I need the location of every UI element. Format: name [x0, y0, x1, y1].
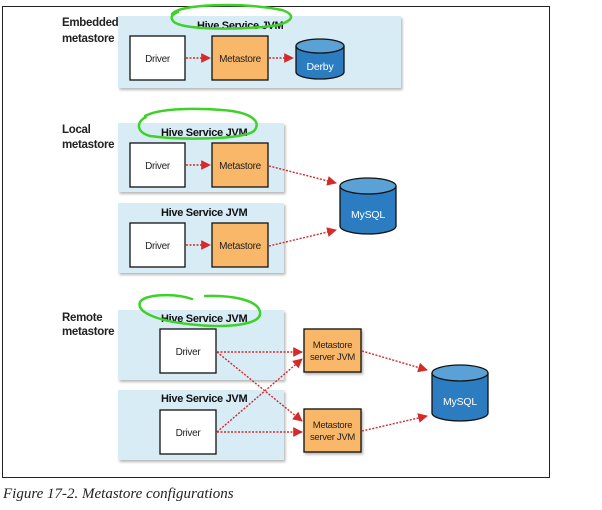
annotation-circle-local: [137, 107, 258, 140]
jvm-label-remote-2: Hive Service JVM: [161, 393, 247, 405]
metastore-server-2-label-line2: server JVM: [310, 432, 355, 443]
mysql-label-local: MySQL: [351, 209, 385, 221]
driver-label-embedded: Driver: [145, 54, 171, 65]
arrow-server-1-to-mysql: [361, 350, 428, 373]
driver-box-local-1: [129, 142, 186, 188]
metastore-server-box-1: [303, 328, 362, 373]
driver-box-remote-1: [159, 328, 217, 374]
metastore-server-1-label-line2: server JVM: [310, 352, 355, 363]
annotation-circle-remote: [138, 293, 262, 328]
driver-label-local-2: Driver: [145, 241, 171, 252]
metastore-label-local-2: Metastore: [219, 241, 262, 252]
jvm-label-local-2: Hive Service JVM: [161, 207, 247, 219]
section-label-local-line2: metastore: [62, 139, 114, 151]
derby-label: Derby: [306, 61, 334, 73]
section-label-embedded-line1: Embedded: [62, 17, 119, 29]
mysql-label-remote: MySQL: [443, 396, 477, 408]
metastore-label-local-1: Metastore: [219, 161, 262, 172]
figure-caption: Figure 17-2. Metastore configurations: [3, 486, 234, 502]
section-embedded: Embedded metastore Hive Service JVM Driv…: [62, 3, 401, 88]
jvm-label-local-1: Hive Service JVM: [161, 127, 247, 139]
jvm-label-remote-1: Hive Service JVM: [161, 313, 247, 325]
section-label-remote-line1: Remote: [62, 312, 102, 324]
mysql-database-icon-remote: MySQL: [431, 364, 489, 422]
driver-box-remote-2: [159, 409, 217, 455]
mysql-database-icon-local: MySQL: [339, 177, 397, 235]
section-label-local-line1: Local: [62, 124, 91, 136]
section-label-remote-line2: metastore: [62, 326, 114, 338]
driver-label-local-1: Driver: [145, 161, 171, 172]
metastore-box-local-2: [211, 222, 269, 268]
metastore-box-local-1: [211, 142, 269, 188]
driver-label-remote-1: Driver: [176, 347, 202, 358]
arrow-metastore-1-to-mysql-local: [268, 165, 337, 186]
arrow-driver-1-to-server-2: [216, 351, 303, 422]
section-local: Local metastore Hive Service JVM Driver …: [62, 107, 397, 273]
arrow-driver-2-to-server-1: [216, 358, 303, 433]
derby-database-icon: Derby: [295, 38, 345, 80]
driver-box-local-2: [129, 222, 186, 268]
metastore-server-1-label-line1: Metastore: [313, 340, 353, 351]
arrow-metastore-2-to-mysql-local: [268, 227, 337, 247]
section-remote: Remote metastore Hive Service JVM Driver…: [62, 293, 489, 460]
annotation-circle-embedded: [170, 3, 293, 30]
section-label-embedded-line2: metastore: [62, 33, 114, 45]
metastore-box-embedded: [211, 35, 269, 81]
metastore-server-box-2: [303, 408, 362, 453]
driver-label-remote-2: Driver: [176, 428, 202, 439]
arrow-server-2-to-mysql: [361, 413, 428, 432]
metastore-server-2-label-line1: Metastore: [313, 420, 353, 431]
driver-box-embedded: [129, 35, 186, 81]
metastore-label-embedded: Metastore: [219, 54, 262, 65]
